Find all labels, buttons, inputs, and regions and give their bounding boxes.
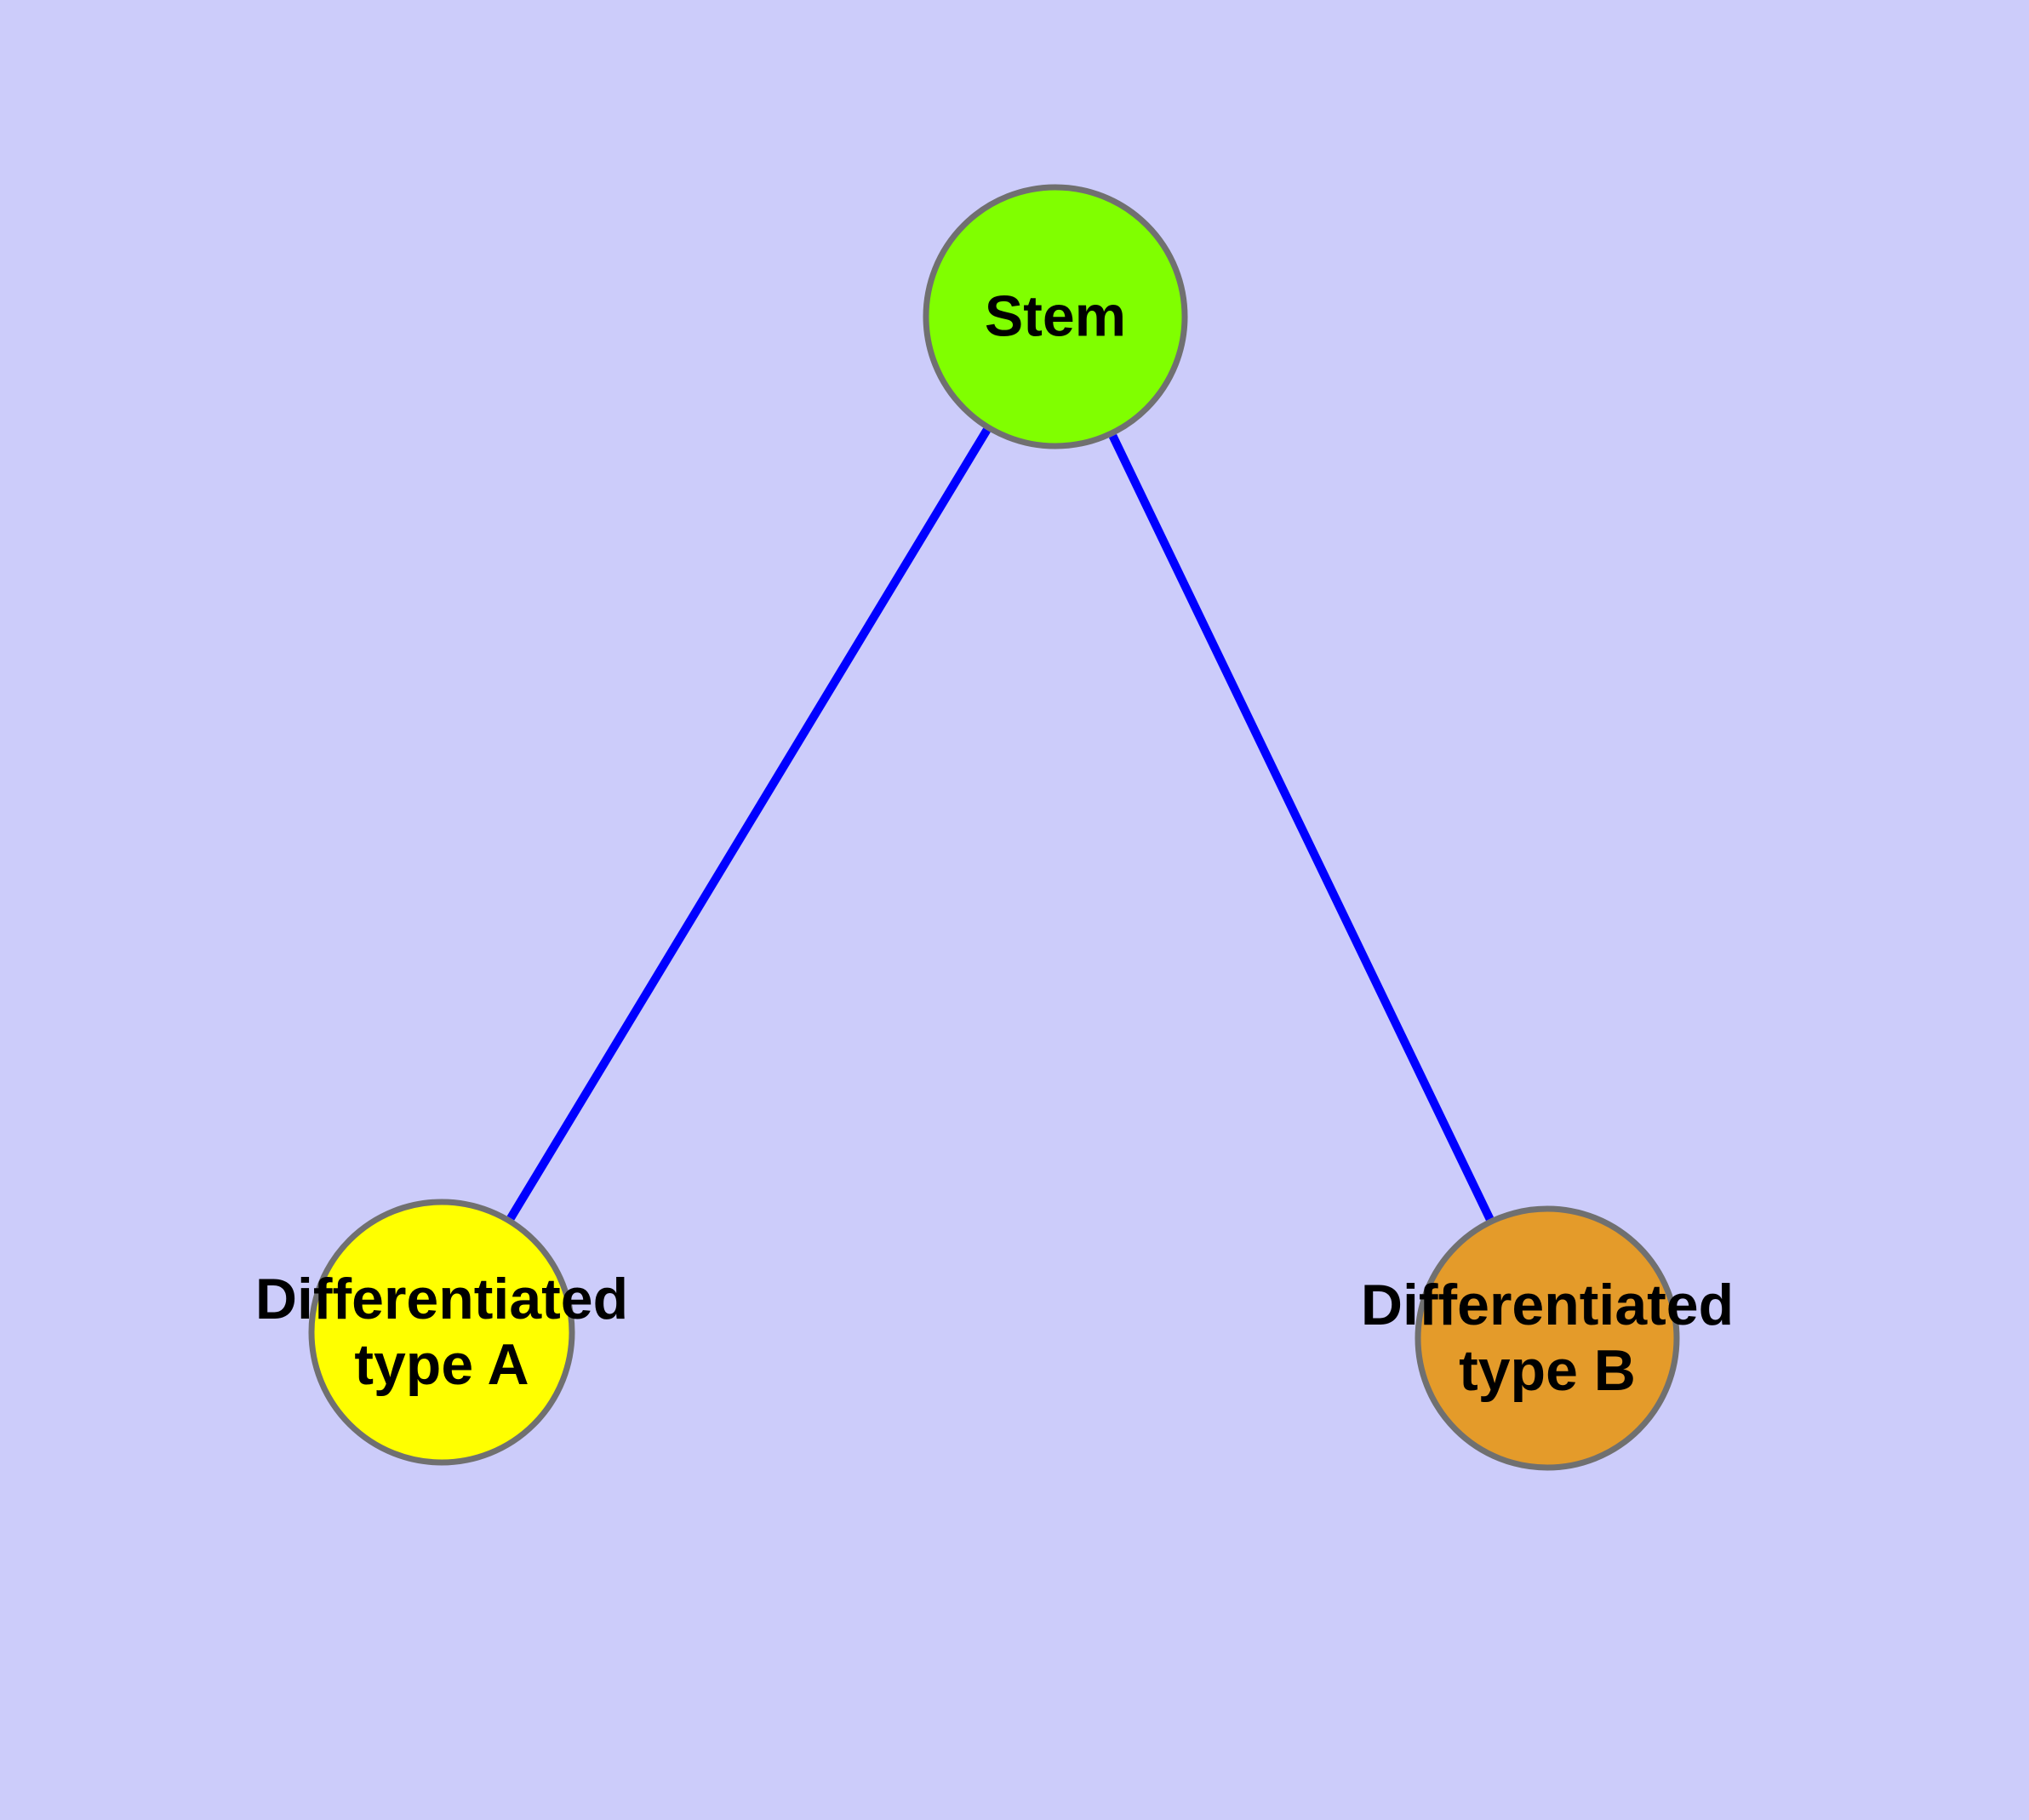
node-layer [308,184,1680,1471]
node-diff-a[interactable] [308,1199,575,1466]
edge-layer [506,427,1495,1222]
node-stem[interactable] [923,184,1188,449]
edge-stem-diff-a[interactable] [506,427,991,1221]
node-diff-b[interactable] [1415,1205,1680,1471]
edge-stem-diff-b[interactable] [1108,433,1495,1222]
